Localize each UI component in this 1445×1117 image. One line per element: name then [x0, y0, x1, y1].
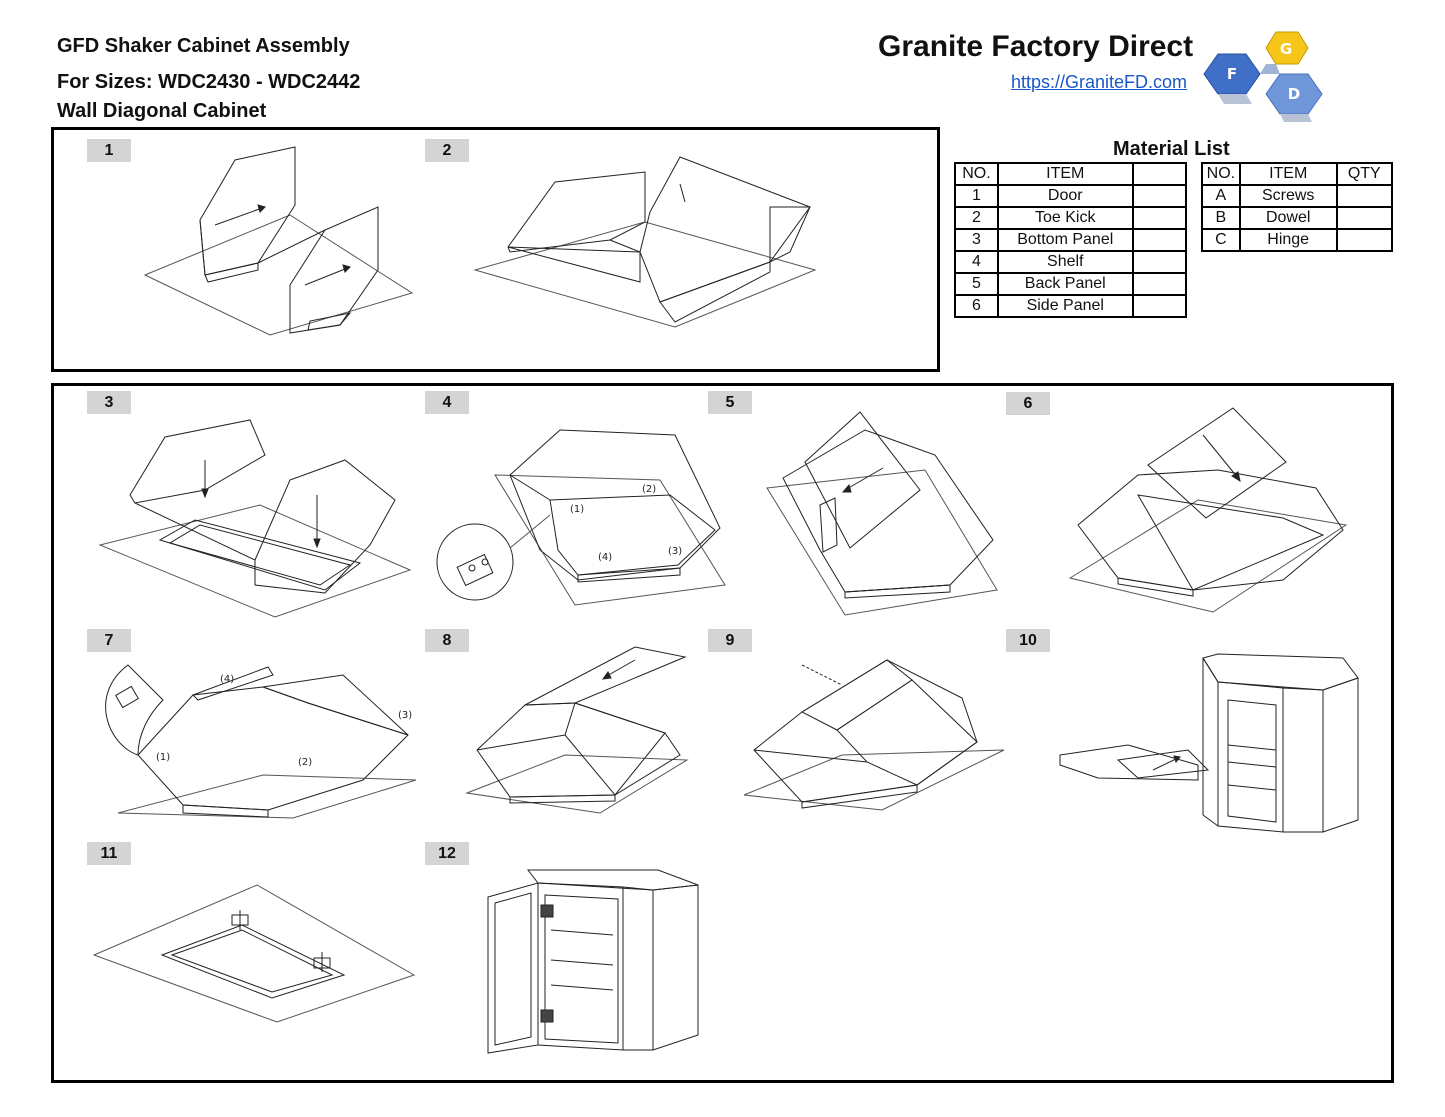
cell-item: Door: [996, 184, 1134, 208]
cabinet-type: Wall Diagonal Cabinet: [57, 100, 267, 122]
step-12-illustration: [483, 865, 705, 1055]
cell-item: Screws: [1238, 184, 1338, 208]
step-label-2: 2: [425, 139, 469, 162]
step-label-11: 11: [87, 842, 131, 865]
step-3-illustration: [95, 415, 415, 620]
step-11-illustration: [92, 880, 417, 1025]
step-6-illustration: [1068, 400, 1350, 615]
logo-letter-f: F: [1227, 65, 1237, 83]
cell-no: A: [1201, 184, 1241, 208]
header-no: NO.: [1201, 162, 1241, 186]
step-label-9: 9: [708, 629, 752, 652]
table-row: 1 Door: [954, 184, 1188, 208]
cell-qty: [1131, 272, 1188, 296]
brand-name: Granite Factory Direct: [878, 30, 1194, 63]
logo-letter-g: G: [1280, 40, 1292, 58]
step-1-illustration: [140, 145, 415, 340]
cell-qty: [1335, 206, 1394, 230]
cell-no: 3: [954, 228, 999, 252]
cell-qty: [1131, 184, 1188, 208]
step-4-illustration: (1) (2) (3) (4): [430, 420, 730, 610]
step-2-illustration: [470, 152, 820, 332]
header-item: ITEM: [996, 162, 1134, 186]
step-10-illustration: [1058, 650, 1363, 835]
cell-qty: [1131, 294, 1188, 318]
table-row: C Hinge: [1201, 228, 1394, 252]
step-5-illustration: [765, 410, 1000, 620]
cell-qty: [1131, 228, 1188, 252]
header-item: ITEM: [1238, 162, 1338, 186]
svg-text:(4): (4): [598, 552, 612, 563]
cell-no: 2: [954, 206, 999, 230]
table-row: 5 Back Panel: [954, 272, 1188, 296]
hardware-table-header: NO. ITEM QTY: [1201, 162, 1394, 186]
logo-letter-d: D: [1288, 85, 1300, 103]
document-title: GFD Shaker Cabinet Assembly: [57, 35, 350, 57]
step-label-5: 5: [708, 391, 752, 414]
svg-text:(1): (1): [156, 752, 170, 763]
steps-frame-top: [51, 127, 940, 372]
table-row: A Screws: [1201, 184, 1394, 208]
cell-item: Side Panel: [996, 294, 1134, 318]
svg-text:(1): (1): [570, 504, 584, 515]
table-row: 3 Bottom Panel: [954, 228, 1188, 252]
cell-item: Bottom Panel: [996, 228, 1134, 252]
material-list-title: Material List: [1113, 138, 1230, 160]
cell-no: C: [1201, 228, 1241, 252]
step-label-8: 8: [425, 629, 469, 652]
cell-item: Dowel: [1238, 206, 1338, 230]
svg-text:(2): (2): [298, 757, 312, 768]
gfd-logo: G F D: [1203, 31, 1323, 122]
step-label-4: 4: [425, 391, 469, 414]
steps-frame-bottom: [51, 383, 1394, 1083]
cell-no: 6: [954, 294, 999, 318]
header-qty: QTY: [1335, 162, 1394, 186]
hardware-table: NO. ITEM QTY A Screws B Dowel C Hinge: [1201, 162, 1394, 252]
cell-item: Hinge: [1238, 228, 1338, 252]
cell-no: 1: [954, 184, 999, 208]
parts-table: NO. ITEM 1 Door 2 Toe Kick 3 Bottom Pane…: [954, 162, 1188, 318]
step-7-illustration: (1) (2) (3) (4): [88, 655, 418, 820]
step-9-illustration: [742, 650, 1007, 812]
cell-qty: [1131, 250, 1188, 274]
cell-qty: [1335, 228, 1394, 252]
table-row: B Dowel: [1201, 206, 1394, 230]
size-range: For Sizes: WDC2430 - WDC2442: [57, 71, 361, 93]
step-label-10: 10: [1006, 629, 1050, 652]
cell-qty: [1335, 184, 1394, 208]
cell-qty: [1131, 206, 1188, 230]
parts-table-header: NO. ITEM: [954, 162, 1188, 186]
cell-no: 5: [954, 272, 999, 296]
svg-text:(3): (3): [398, 710, 412, 721]
table-row: 4 Shelf: [954, 250, 1188, 274]
header-no: NO.: [954, 162, 999, 186]
table-row: 6 Side Panel: [954, 294, 1188, 318]
svg-text:(3): (3): [668, 546, 682, 557]
step-label-6: 6: [1006, 392, 1050, 415]
step-label-12: 12: [425, 842, 469, 865]
cell-item: Toe Kick: [996, 206, 1134, 230]
step-label-7: 7: [87, 629, 131, 652]
svg-text:(4): (4): [220, 674, 234, 685]
cell-item: Back Panel: [996, 272, 1134, 296]
svg-text:(2): (2): [642, 484, 656, 495]
step-8-illustration: [465, 645, 690, 815]
step-label-1: 1: [87, 139, 131, 162]
cell-no: B: [1201, 206, 1241, 230]
cell-no: 4: [954, 250, 999, 274]
brand-url-link[interactable]: https://GraniteFD.com: [1011, 72, 1188, 92]
table-row: 2 Toe Kick: [954, 206, 1188, 230]
header-qty: [1131, 162, 1188, 186]
cell-item: Shelf: [996, 250, 1134, 274]
step-label-3: 3: [87, 391, 131, 414]
